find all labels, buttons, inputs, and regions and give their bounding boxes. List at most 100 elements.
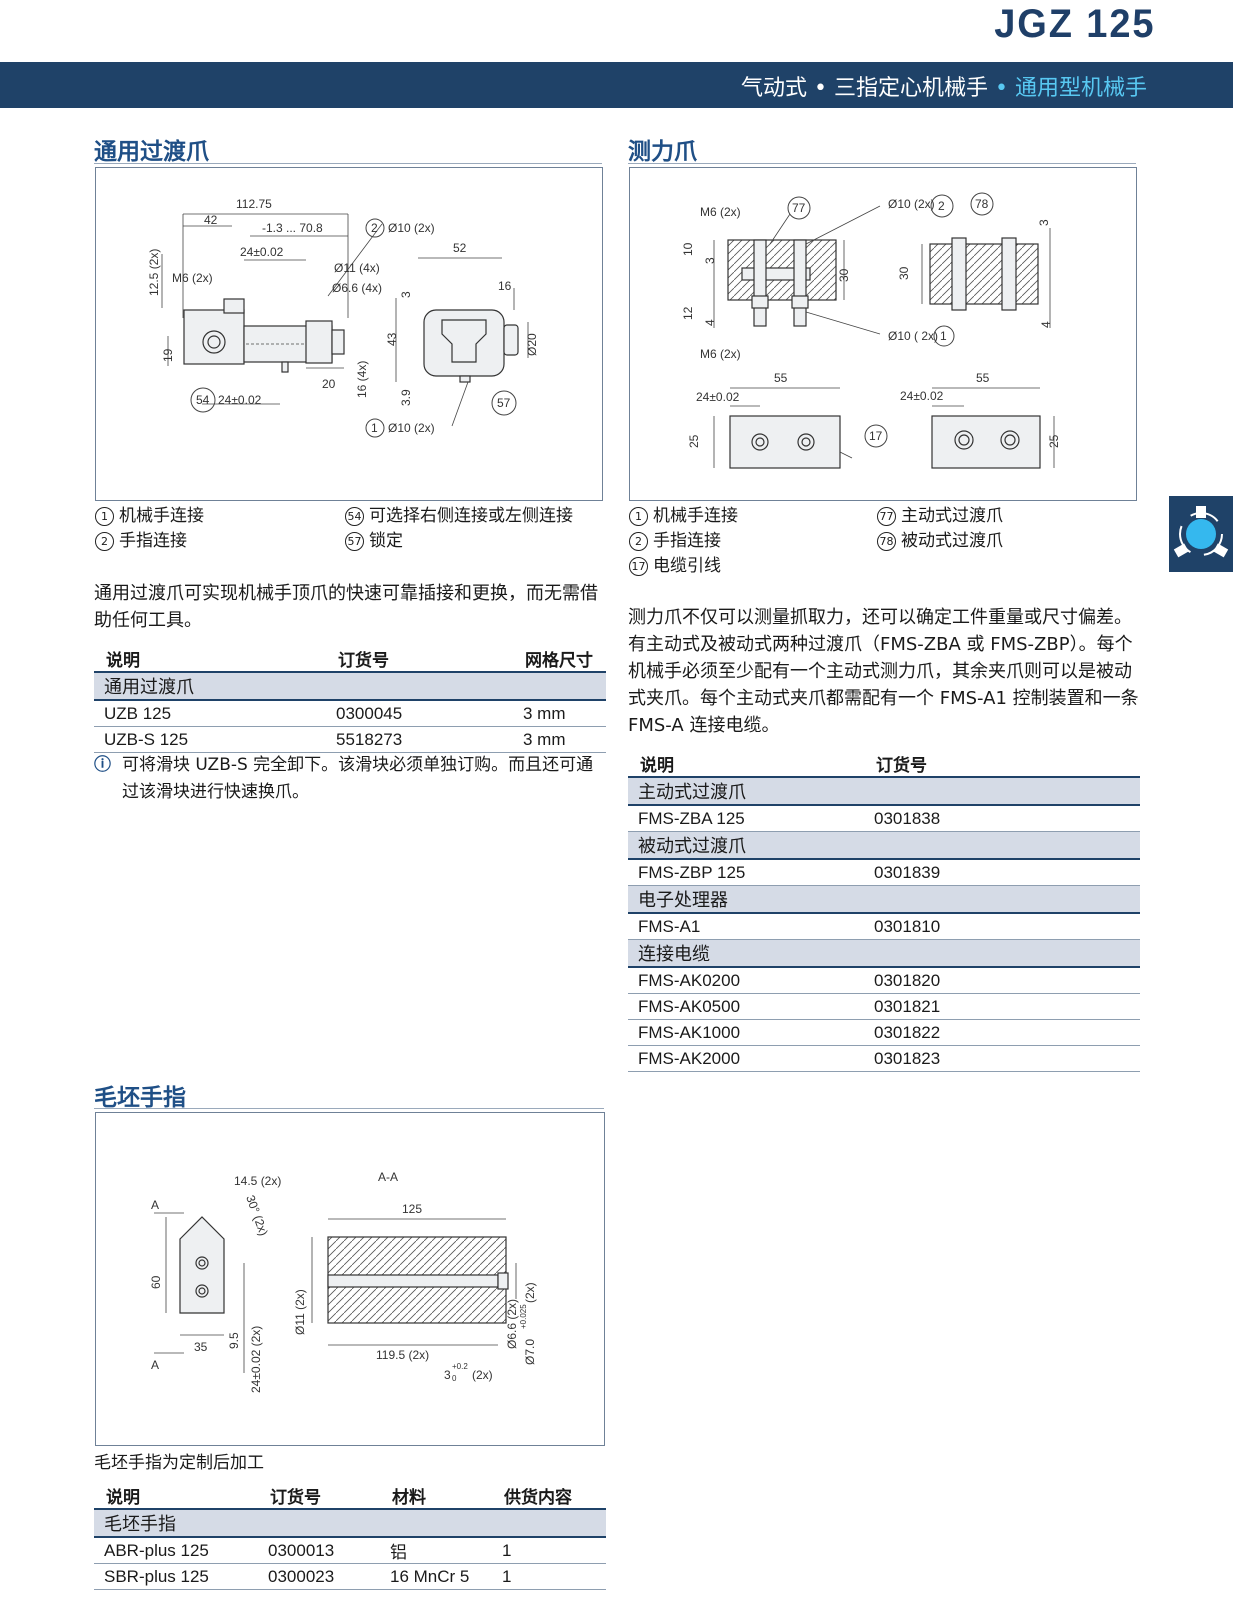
- dim-label: 12.5 (2x): [147, 249, 161, 296]
- callout-number: 54: [345, 507, 364, 526]
- table-header: 订货号: [864, 750, 1140, 778]
- callout-number: 17: [869, 429, 883, 443]
- universal-drawing: 112.75 42 -1.3 ... 70.8 24±0.02 12.5 (2x…: [95, 167, 603, 501]
- dim-label: Ø7.0: [523, 1339, 537, 1365]
- table-group: 电子处理器: [628, 885, 1140, 914]
- dim-label: 9.5: [227, 1332, 241, 1349]
- dim-label: 125: [402, 1202, 422, 1216]
- side-tab[interactable]: [1169, 496, 1233, 572]
- breadcrumb-main: 气动式 • 三指定心机械手: [741, 76, 989, 101]
- section-divider: [94, 163, 602, 164]
- table-cell: 0301839: [864, 859, 1140, 886]
- dim-label: 30: [837, 268, 851, 282]
- table-cell: 0301810: [864, 913, 1140, 940]
- table-cell: 3 mm: [513, 700, 606, 727]
- callout-number: 2: [95, 532, 114, 551]
- dim-label: Ø20: [525, 333, 539, 356]
- dim-label: Ø6.6 (2x): [505, 1299, 519, 1349]
- dim-label: M6 (2x): [700, 205, 741, 219]
- table-cell: 0300023: [258, 1563, 380, 1590]
- table-cell: 5518273: [326, 726, 513, 753]
- dim-label: 42: [204, 213, 218, 227]
- breadcrumb: 气动式 • 三指定心机械手 • 通用型机械手: [741, 70, 1147, 102]
- callout-number: 54: [196, 393, 210, 407]
- table-cell: UZB 125: [94, 700, 326, 727]
- three-finger-gripper-icon: [1173, 506, 1229, 558]
- header-band: 气动式 • 三指定心机械手 • 通用型机械手: [0, 62, 1233, 108]
- blank-drawing: A A A-A 14.5 (2x) 30° (2x) 60 35 9.5 24±…: [95, 1112, 605, 1446]
- dim-label: 112.75: [236, 197, 272, 211]
- table-cell: 0301838: [864, 805, 1140, 832]
- dim-label: A: [151, 1198, 159, 1212]
- dim-label: 3: [399, 291, 413, 298]
- dim-label: 55: [774, 371, 788, 385]
- table-cell: 0301821: [864, 993, 1140, 1020]
- callout-number: 1: [940, 329, 947, 343]
- dim-label: Ø10 ( 2x): [888, 329, 938, 343]
- table-group: 通用过渡爪: [94, 672, 606, 701]
- force-description: 测力爪不仅可以测量抓取力，还可以确定工件重量或尺寸偏差。有主动式及被动式两种过渡…: [628, 607, 1139, 736]
- table-group: 连接电缆: [628, 939, 1140, 968]
- dim-label: 4: [1039, 321, 1053, 328]
- dim-label: 43: [385, 332, 399, 346]
- table-cell: 1: [492, 1537, 606, 1564]
- table-cell: 0300045: [326, 700, 513, 727]
- table-cell: FMS-ZBA 125: [628, 805, 864, 832]
- table-cell: ABR-plus 125: [94, 1537, 258, 1564]
- dim-label: 24±0.02: [218, 393, 262, 407]
- dim-label: 24±0.02: [240, 245, 284, 259]
- dim-label: 119.5 (2x): [376, 1348, 429, 1362]
- dim-label: Ø10 (2x): [388, 421, 435, 435]
- callout-number: 1: [95, 507, 114, 526]
- blank-section-title: 毛坯手指: [94, 1085, 186, 1111]
- callout-number: 2: [371, 221, 378, 235]
- dim-label: M6 (2x): [700, 347, 741, 361]
- dim-label: +0.2: [452, 1362, 468, 1371]
- table-group: 毛坯手指: [94, 1509, 606, 1538]
- dim-label: 20: [322, 377, 336, 391]
- callout-number: 2: [938, 199, 945, 213]
- dim-label: 12: [681, 306, 695, 320]
- force-section-title: 测力爪: [628, 139, 697, 165]
- dim-label: 30: [897, 266, 911, 280]
- dim-label: 3: [1037, 219, 1051, 226]
- dim-label: +0.025: [519, 1304, 528, 1329]
- table-header: 订货号: [326, 645, 513, 673]
- dim-label: 55: [976, 371, 990, 385]
- table-header: 说明: [628, 750, 864, 778]
- callout-number: 2: [629, 532, 648, 551]
- callout-number: 1: [629, 507, 648, 526]
- dim-label: 24±0.02: [900, 389, 944, 403]
- dim-label: Ø11 (2x): [293, 1289, 307, 1335]
- table-cell: 0301823: [864, 1045, 1140, 1072]
- dim-label: 16 (4x): [355, 361, 369, 398]
- dim-label: 4: [703, 319, 717, 326]
- callout-number: 57: [497, 396, 511, 410]
- dim-label: 35: [194, 1340, 208, 1354]
- dim-label: 3: [444, 1368, 451, 1382]
- table-header: 订货号: [258, 1482, 380, 1510]
- universal-section-title: 通用过渡爪: [94, 139, 209, 165]
- callout-number: 77: [877, 507, 896, 526]
- dim-label: 60: [149, 1275, 163, 1289]
- product-model: JGZ 125: [994, 2, 1156, 46]
- table-header: 网格尺寸: [513, 645, 606, 673]
- table-cell: FMS-AK0200: [628, 967, 864, 994]
- callout-number: 77: [792, 201, 806, 215]
